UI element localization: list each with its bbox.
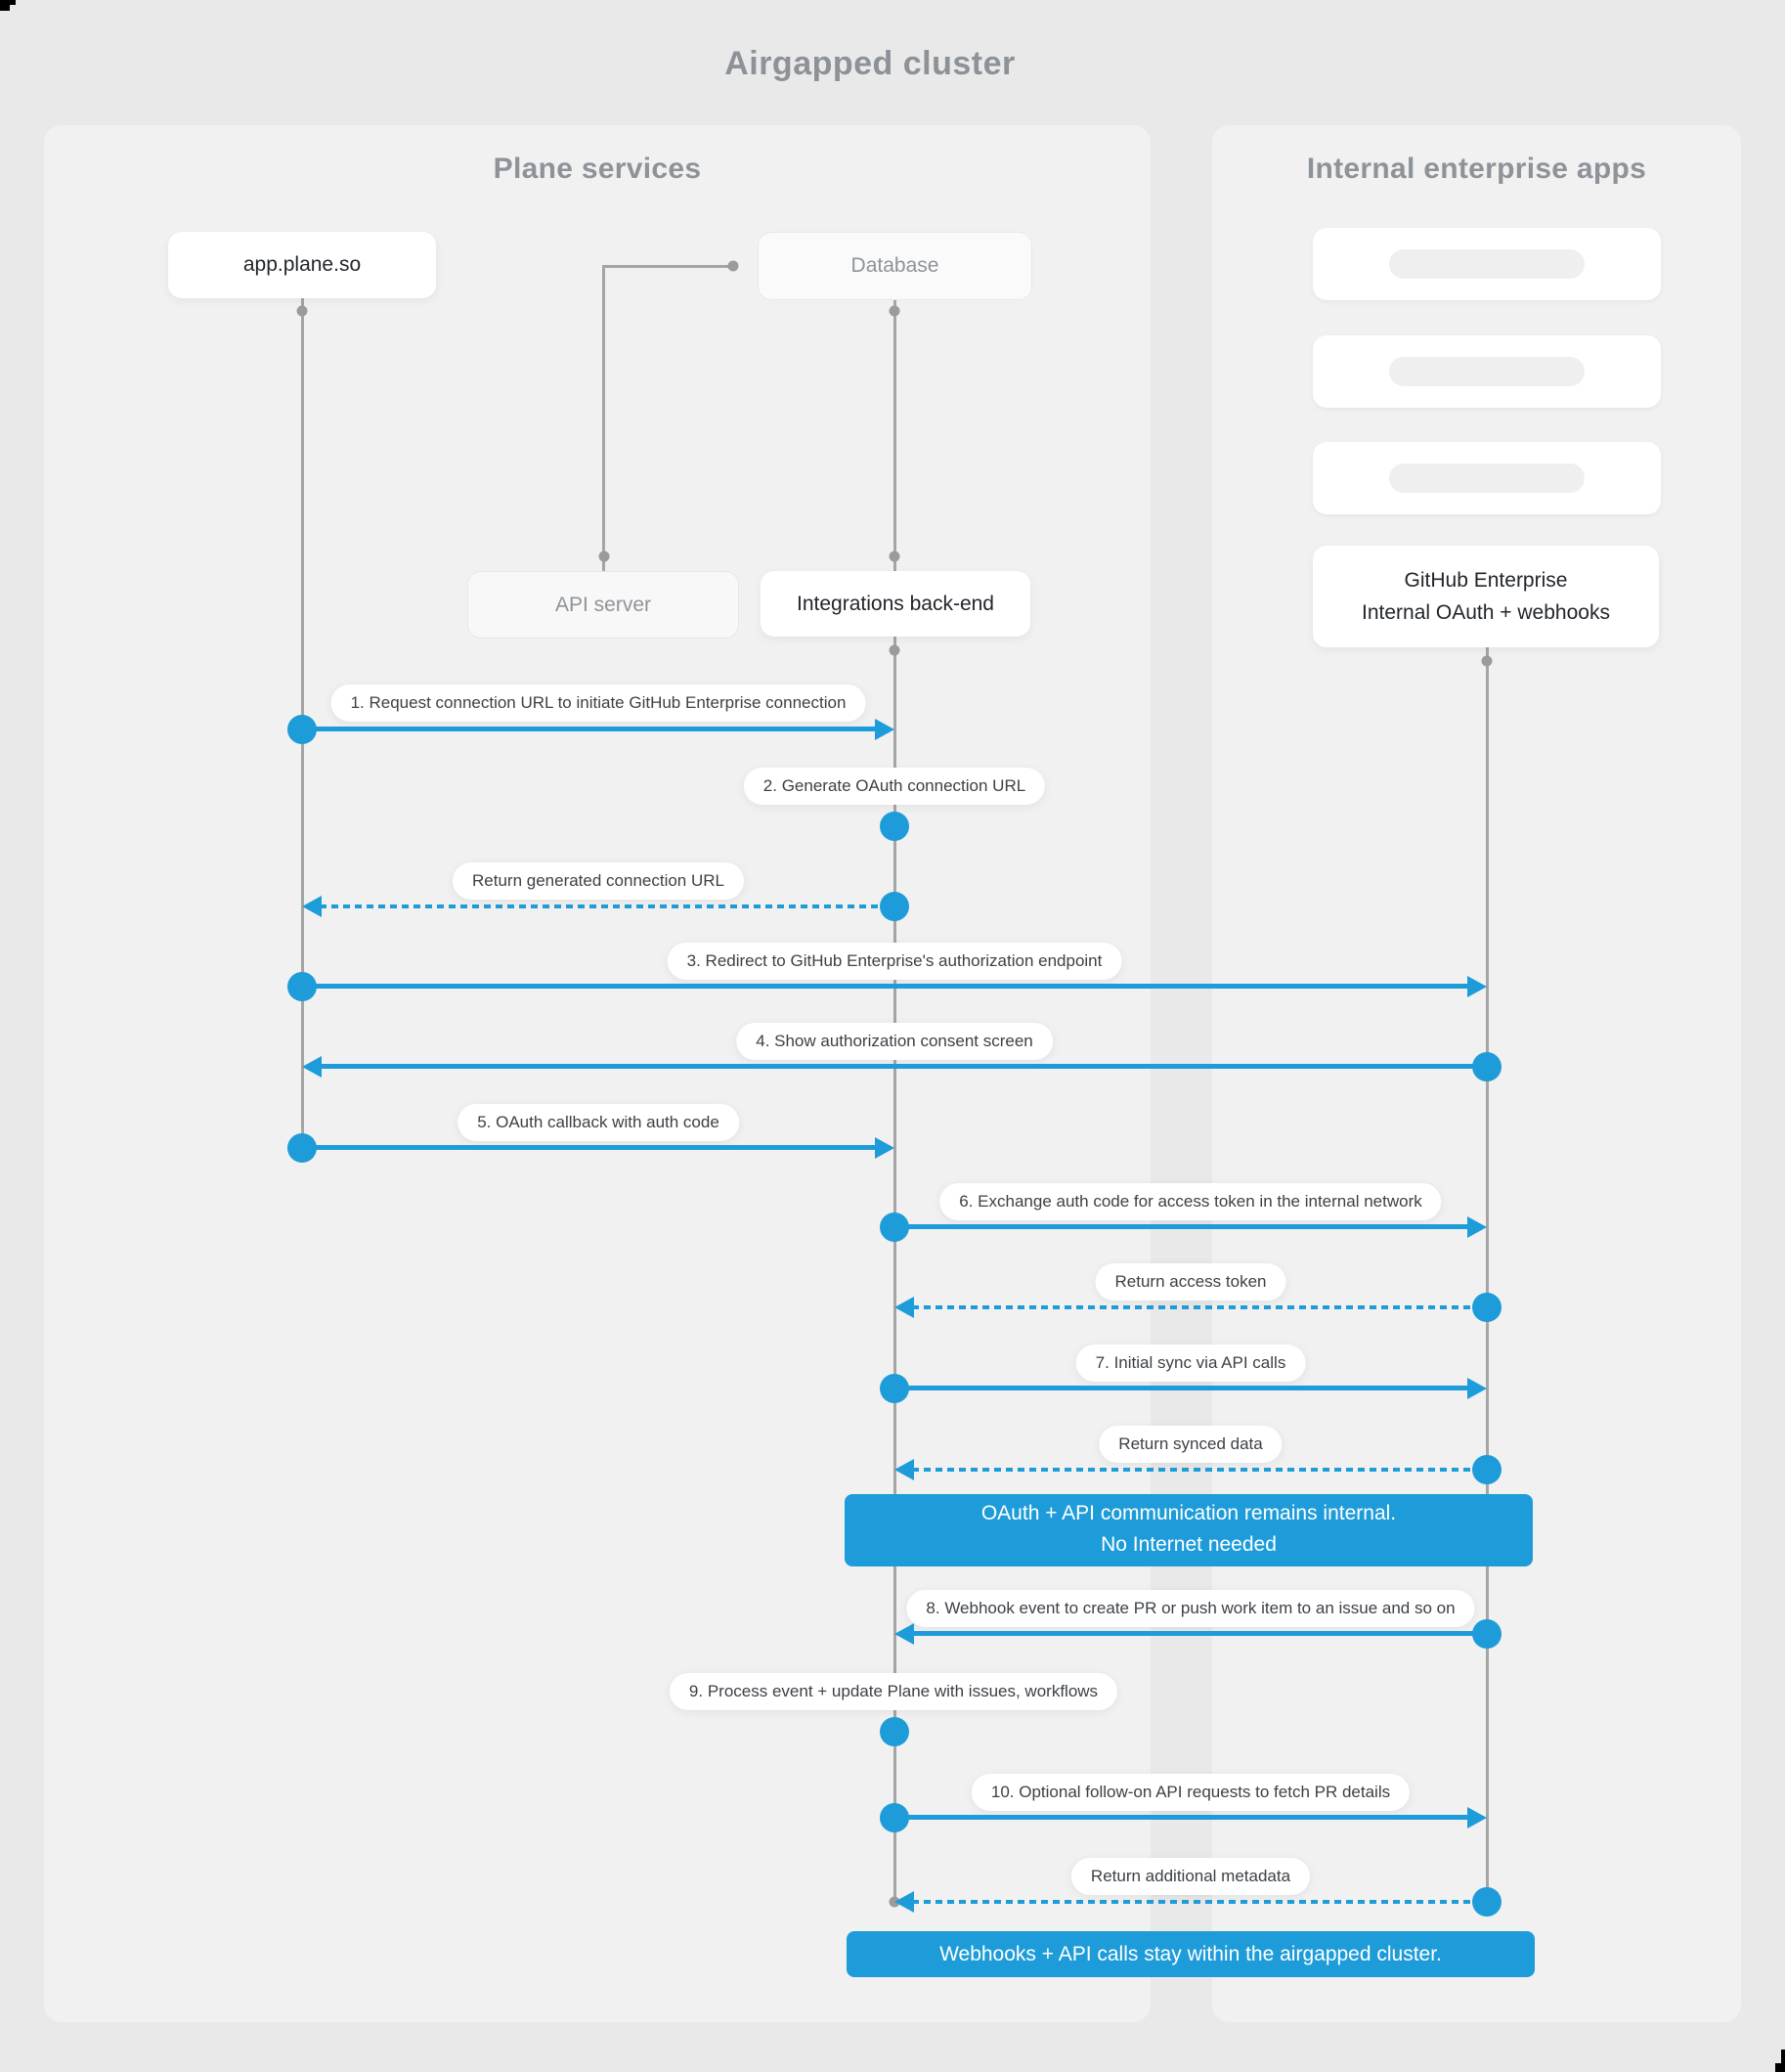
lifeline-database-integrations: [893, 298, 896, 571]
arrowhead-right: [1467, 1807, 1487, 1829]
arrowhead-left: [302, 896, 322, 917]
message-1-source-dot: [287, 715, 317, 744]
terminal-dot: [598, 551, 610, 562]
terminal-dot: [1481, 655, 1493, 667]
return-3-line: [912, 1468, 1487, 1472]
corner-artifact-bottom-right-a: [1781, 2050, 1785, 2072]
terminal-dot: [296, 305, 308, 317]
actor-database: Database: [758, 232, 1032, 300]
message-2-dot: [880, 812, 909, 841]
arrowhead-right: [1467, 976, 1487, 997]
actor-github-enterprise: GitHub Enterprise Internal OAuth + webho…: [1313, 546, 1659, 647]
message-8-line: [912, 1631, 1487, 1636]
actor-app-plane-so: app.plane.so: [168, 232, 436, 298]
return-3-label: Return synced data: [1099, 1426, 1283, 1463]
message-3-source-dot: [287, 972, 317, 1001]
skeleton-placeholder-bar: [1389, 249, 1585, 279]
message-6-line: [894, 1224, 1469, 1229]
terminal-dot: [889, 551, 900, 562]
actor-github-enterprise-line1: GitHub Enterprise: [1404, 569, 1568, 592]
message-8-source-dot: [1472, 1619, 1502, 1649]
panel-internal-enterprise-apps-title: Internal enterprise apps: [1306, 153, 1647, 185]
message-8-label: 8. Webhook event to create PR or push wo…: [906, 1590, 1475, 1627]
message-10-label: 10. Optional follow-on API requests to f…: [971, 1774, 1411, 1811]
terminal-dot: [727, 260, 739, 272]
message-2-label: 2. Generate OAuth connection URL: [743, 768, 1046, 805]
arrowhead-right: [1467, 1216, 1487, 1238]
terminal-dot: [889, 305, 900, 317]
banner-internal-line1: OAuth + API communication remains intern…: [980, 1502, 1397, 1524]
corner-artifact-top-left-b: [0, 0, 10, 11]
message-10-line: [894, 1815, 1469, 1820]
return-4-source-dot: [1472, 1887, 1502, 1917]
message-10-source-dot: [880, 1803, 909, 1832]
skeleton-app-card: [1313, 335, 1661, 408]
skeleton-placeholder-bar: [1389, 463, 1585, 493]
return-1-source-dot: [880, 892, 909, 921]
message-5-line: [302, 1145, 877, 1150]
banner-internal-communication: OAuth + API communication remains intern…: [845, 1494, 1533, 1566]
return-4-label: Return additional metadata: [1070, 1858, 1311, 1895]
message-4-source-dot: [1472, 1052, 1502, 1081]
arrowhead-right: [875, 719, 894, 740]
panel-plane-services-title: Plane services: [493, 153, 702, 185]
return-2-line: [912, 1305, 1487, 1309]
banner-airgapped-cluster: Webhooks + API calls stay within the air…: [847, 1931, 1535, 1977]
lifeline-github-enterprise: [1486, 647, 1489, 1902]
arrowhead-left: [894, 1623, 914, 1645]
message-4-label: 4. Show authorization consent screen: [736, 1023, 1053, 1060]
banner-airgapped-label: Webhooks + API calls stay within the air…: [939, 1943, 1442, 1965]
banner-internal-line2: No Internet needed: [1101, 1533, 1277, 1556]
return-1-line: [320, 904, 894, 908]
message-1-line: [302, 727, 877, 731]
message-7-line: [894, 1386, 1469, 1390]
return-2-source-dot: [1472, 1293, 1502, 1322]
return-4-line: [912, 1900, 1487, 1904]
corner-artifact-bottom-right-b: [1775, 2063, 1785, 2072]
message-7-label: 7. Initial sync via API calls: [1075, 1345, 1306, 1382]
actor-app-plane-so-label: app.plane.so: [242, 253, 362, 276]
lifeline-integrations-backend: [893, 637, 896, 1902]
actor-github-enterprise-line2: Internal OAuth + webhooks: [1362, 601, 1610, 624]
return-1-label: Return generated connection URL: [453, 862, 744, 900]
actor-integrations-backend: Integrations back-end: [761, 571, 1030, 637]
actor-api-server-label: API server: [554, 593, 652, 616]
message-1-label: 1. Request connection URL to initiate Gi…: [330, 684, 866, 722]
arrowhead-left: [894, 1459, 914, 1480]
message-9-label: 9. Process event + update Plane with iss…: [669, 1673, 1118, 1710]
message-6-label: 6. Exchange auth code for access token i…: [939, 1183, 1442, 1220]
message-5-label: 5. OAuth callback with auth code: [457, 1104, 739, 1141]
skeleton-app-card: [1313, 228, 1661, 300]
arrowhead-right: [1467, 1378, 1487, 1399]
message-5-source-dot: [287, 1133, 317, 1163]
return-2-label: Return access token: [1095, 1263, 1286, 1301]
connector-api-to-database: [602, 265, 731, 268]
return-3-source-dot: [1472, 1455, 1502, 1484]
skeleton-placeholder-bar: [1389, 357, 1585, 386]
message-6-source-dot: [880, 1212, 909, 1242]
actor-database-label: Database: [850, 254, 939, 277]
message-7-source-dot: [880, 1374, 909, 1403]
message-9-dot: [880, 1717, 909, 1746]
panel-plane-services: Plane services: [44, 125, 1151, 2022]
actor-integrations-backend-label: Integrations back-end: [797, 592, 994, 615]
message-3-label: 3. Redirect to GitHub Enterprise's autho…: [667, 943, 1122, 980]
arrowhead-right: [875, 1137, 894, 1159]
arrowhead-left: [894, 1891, 914, 1913]
actor-api-server: API server: [467, 571, 739, 639]
terminal-dot: [889, 644, 900, 656]
skeleton-app-card: [1313, 442, 1661, 514]
arrowhead-left: [302, 1056, 322, 1078]
message-4-line: [320, 1064, 1487, 1069]
page-title: Airgapped cluster: [724, 45, 1016, 82]
message-3-line: [302, 984, 1469, 989]
arrowhead-left: [894, 1297, 914, 1318]
connector-database-api: [602, 266, 605, 571]
